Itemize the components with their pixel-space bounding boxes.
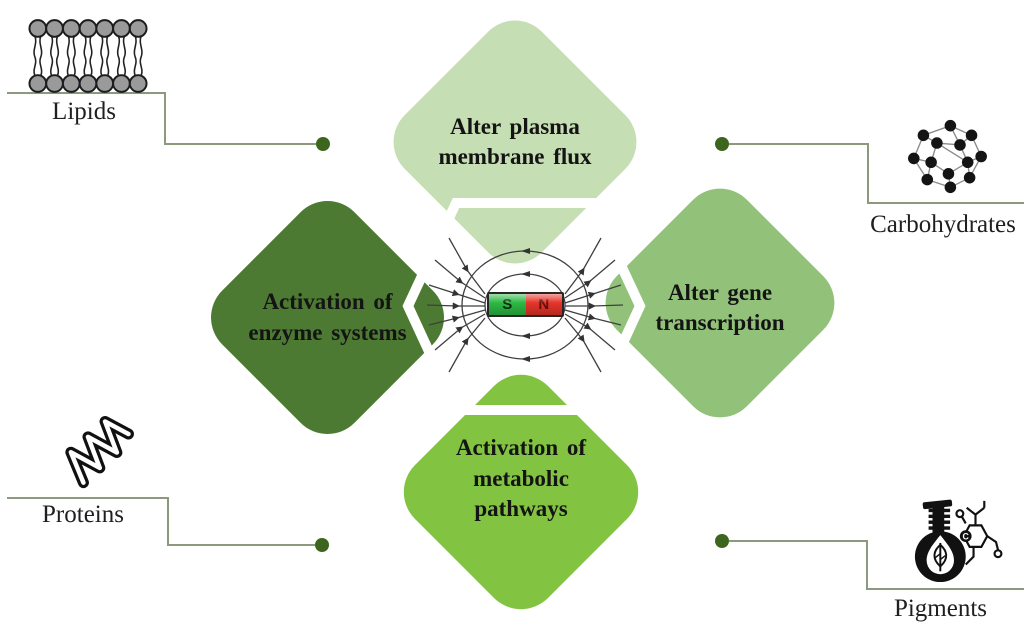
connector-line-proteins bbox=[7, 497, 315, 546]
magnetic-field-lines-svg bbox=[426, 237, 624, 373]
magnet-south-pole: S bbox=[489, 294, 526, 315]
svg-text:C: C bbox=[963, 532, 970, 542]
label-pigments: Pigments bbox=[893, 595, 988, 622]
magnet-north-pole: N bbox=[525, 294, 562, 315]
magnet-north-label: N bbox=[538, 296, 550, 313]
bar-magnet: S N bbox=[487, 292, 564, 317]
connector-line-lipids bbox=[7, 92, 316, 145]
protein-helix-icon bbox=[65, 415, 134, 489]
lipid-bilayer-icon bbox=[28, 19, 148, 93]
connector-dot-carbohydrates bbox=[715, 137, 729, 151]
molecule-ball-stick-icon bbox=[908, 119, 987, 194]
connector-line-pigments bbox=[729, 540, 1024, 590]
label-proteins: Proteins bbox=[42, 501, 124, 528]
label-carbohydrates: Carbohydrates bbox=[870, 211, 1016, 238]
connector-dot-proteins bbox=[315, 538, 329, 552]
label-lipids: Lipids bbox=[52, 98, 116, 125]
connector-line-carbohydrates bbox=[729, 143, 1024, 204]
connector-dot-lipids bbox=[316, 137, 330, 151]
pigment-flask-icon: C bbox=[914, 499, 1003, 583]
magnet-south-label: S bbox=[502, 296, 513, 313]
connector-dot-pigments bbox=[715, 534, 729, 548]
field-loop-arrows bbox=[521, 248, 530, 362]
